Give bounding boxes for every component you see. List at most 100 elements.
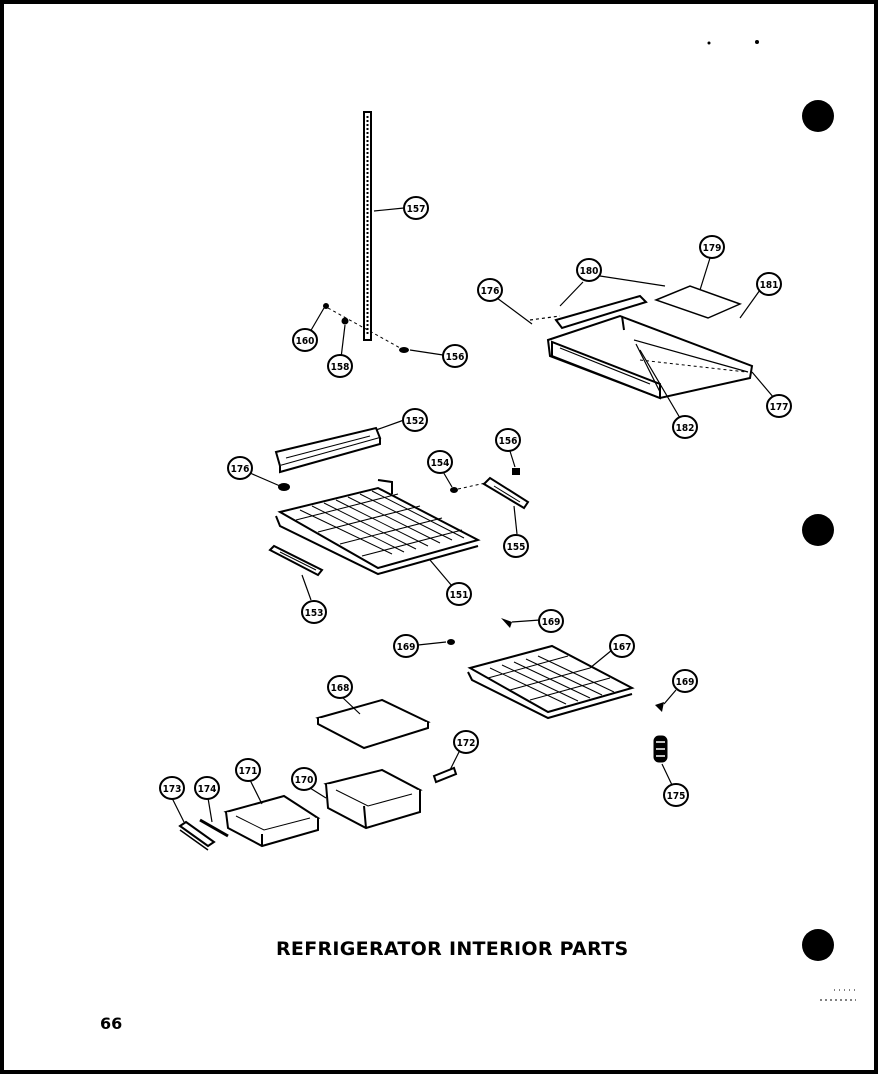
callout-169a: 169 [538,609,564,633]
callout-label: 170 [295,775,314,786]
part-167-wire-shelf [467,644,635,720]
dash-line [327,307,403,350]
part-152-bracket [274,426,382,474]
part-153-bracket [268,544,324,577]
part-171-drawer [223,794,321,848]
callout-label: 160 [296,336,315,347]
part-174-rail [199,818,229,838]
callout-label: 169 [542,617,561,628]
callout-label: 177 [770,402,789,413]
callout-label: 169 [676,677,695,688]
callout-160: 160 [292,328,318,352]
callout-label: 176 [231,464,250,475]
callout-label: 180 [580,266,599,277]
callout-label: 155 [507,542,526,553]
callout-170: 170 [291,767,317,791]
part-168-cover [315,698,431,750]
leader-172 [449,749,461,771]
callout-167: 167 [609,634,635,658]
callout-176b: 176 [227,456,253,480]
page-title: REFRIGERATOR INTERIOR PARTS [276,938,629,960]
leader-153 [301,574,312,601]
leader-168 [341,696,361,715]
leader-169-left [417,641,447,646]
leader-167 [589,649,613,669]
binder-hole-top [802,100,834,132]
part-169-right [655,702,664,712]
leader-180-left [559,281,584,307]
callout-label: 157 [407,204,426,215]
part-175 [653,735,668,763]
callout-label: 156 [446,352,465,363]
part-172-roller [432,766,458,784]
leader-151 [429,559,453,587]
callout-171: 171 [235,758,261,782]
callout-152: 152 [402,408,428,432]
callout-155: 155 [503,534,529,558]
part-156-screw [399,347,409,353]
part-156-knob [512,468,520,475]
callout-label: 173 [163,784,182,795]
leader-169-top [511,619,541,623]
leader-152 [375,419,405,431]
part-160 [323,303,329,309]
leader-176b [249,472,281,487]
callout-157: 157 [403,196,429,220]
leader-157 [373,207,405,212]
leader-181 [739,289,761,319]
callout-173: 173 [159,776,185,800]
callout-label: 182 [676,423,695,434]
shelf-rail-157 [363,111,372,341]
callout-158: 158 [327,354,353,378]
leader-156a [409,349,444,356]
callout-169b: 169 [393,634,419,658]
part-154 [450,487,458,493]
callout-156b: 156 [495,428,521,452]
callout-label: 156 [499,436,518,447]
page-number: 66 [100,1014,123,1033]
leader-173 [171,797,185,823]
callout-label: 167 [613,642,632,653]
callout-156a: 156 [442,344,468,368]
callout-label: 168 [331,683,350,694]
leader-155 [513,505,518,535]
callout-179: 179 [699,235,725,259]
binder-hole-middle [802,514,834,546]
speck [755,40,759,44]
callout-label: 176 [481,286,500,297]
callout-168: 168 [327,675,353,699]
part-169-top [501,618,512,628]
callout-169c: 169 [672,669,698,693]
leader-176a [496,297,533,325]
part-170-drawer [323,768,423,830]
callout-label: 169 [397,642,416,653]
leader-180-right [599,275,666,287]
crisper-cover-assembly [529,285,754,400]
callout-182: 182 [672,415,698,439]
part-173-rail [178,820,216,851]
part-158 [341,317,349,325]
callout-177: 177 [766,394,792,418]
callout-label: 181 [760,280,779,291]
callout-181: 181 [756,272,782,296]
callout-151: 151 [446,582,472,606]
part-169-left [447,639,455,645]
leader-170 [309,787,327,799]
callout-label: 152 [406,416,425,427]
callout-176a: 176 [477,278,503,302]
callout-label: 153 [305,608,324,619]
leader-174 [207,797,213,823]
callout-label: 154 [431,458,450,469]
callout-172: 172 [453,730,479,754]
callout-180: 180 [576,258,602,282]
leader-175 [661,763,673,786]
callout-174: 174 [194,776,220,800]
part-176-clip [278,483,290,491]
callout-153: 153 [301,600,327,624]
callout-label: 151 [450,590,469,601]
part-155-bracket [482,476,530,510]
callout-175: 175 [663,783,689,807]
callout-label: 175 [667,791,686,802]
